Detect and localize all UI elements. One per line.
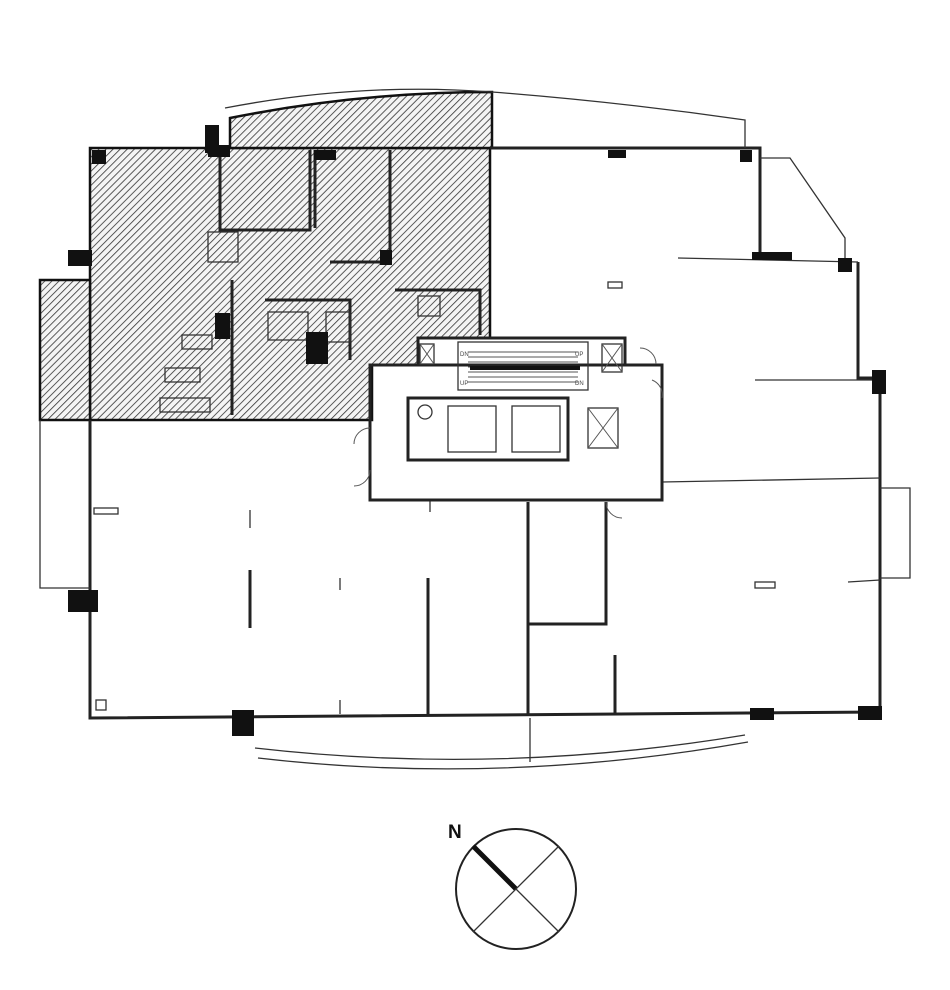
north-arrow: N bbox=[448, 822, 577, 950]
hatched-tenant-area bbox=[38, 90, 494, 422]
north-label: N bbox=[448, 822, 462, 843]
building-envelope bbox=[39, 88, 911, 770]
building-core: DN UP UP DN bbox=[353, 336, 664, 519]
stair-label-up-left: UP bbox=[460, 381, 468, 387]
stair-label-up-right: UP bbox=[575, 352, 583, 358]
compass-line-north bbox=[471, 844, 518, 891]
interior-partitions bbox=[93, 281, 776, 714]
stair-label-dn-right: DN bbox=[575, 381, 584, 387]
stair-label-dn-left: DN bbox=[460, 352, 469, 358]
compass-circle bbox=[455, 828, 577, 950]
